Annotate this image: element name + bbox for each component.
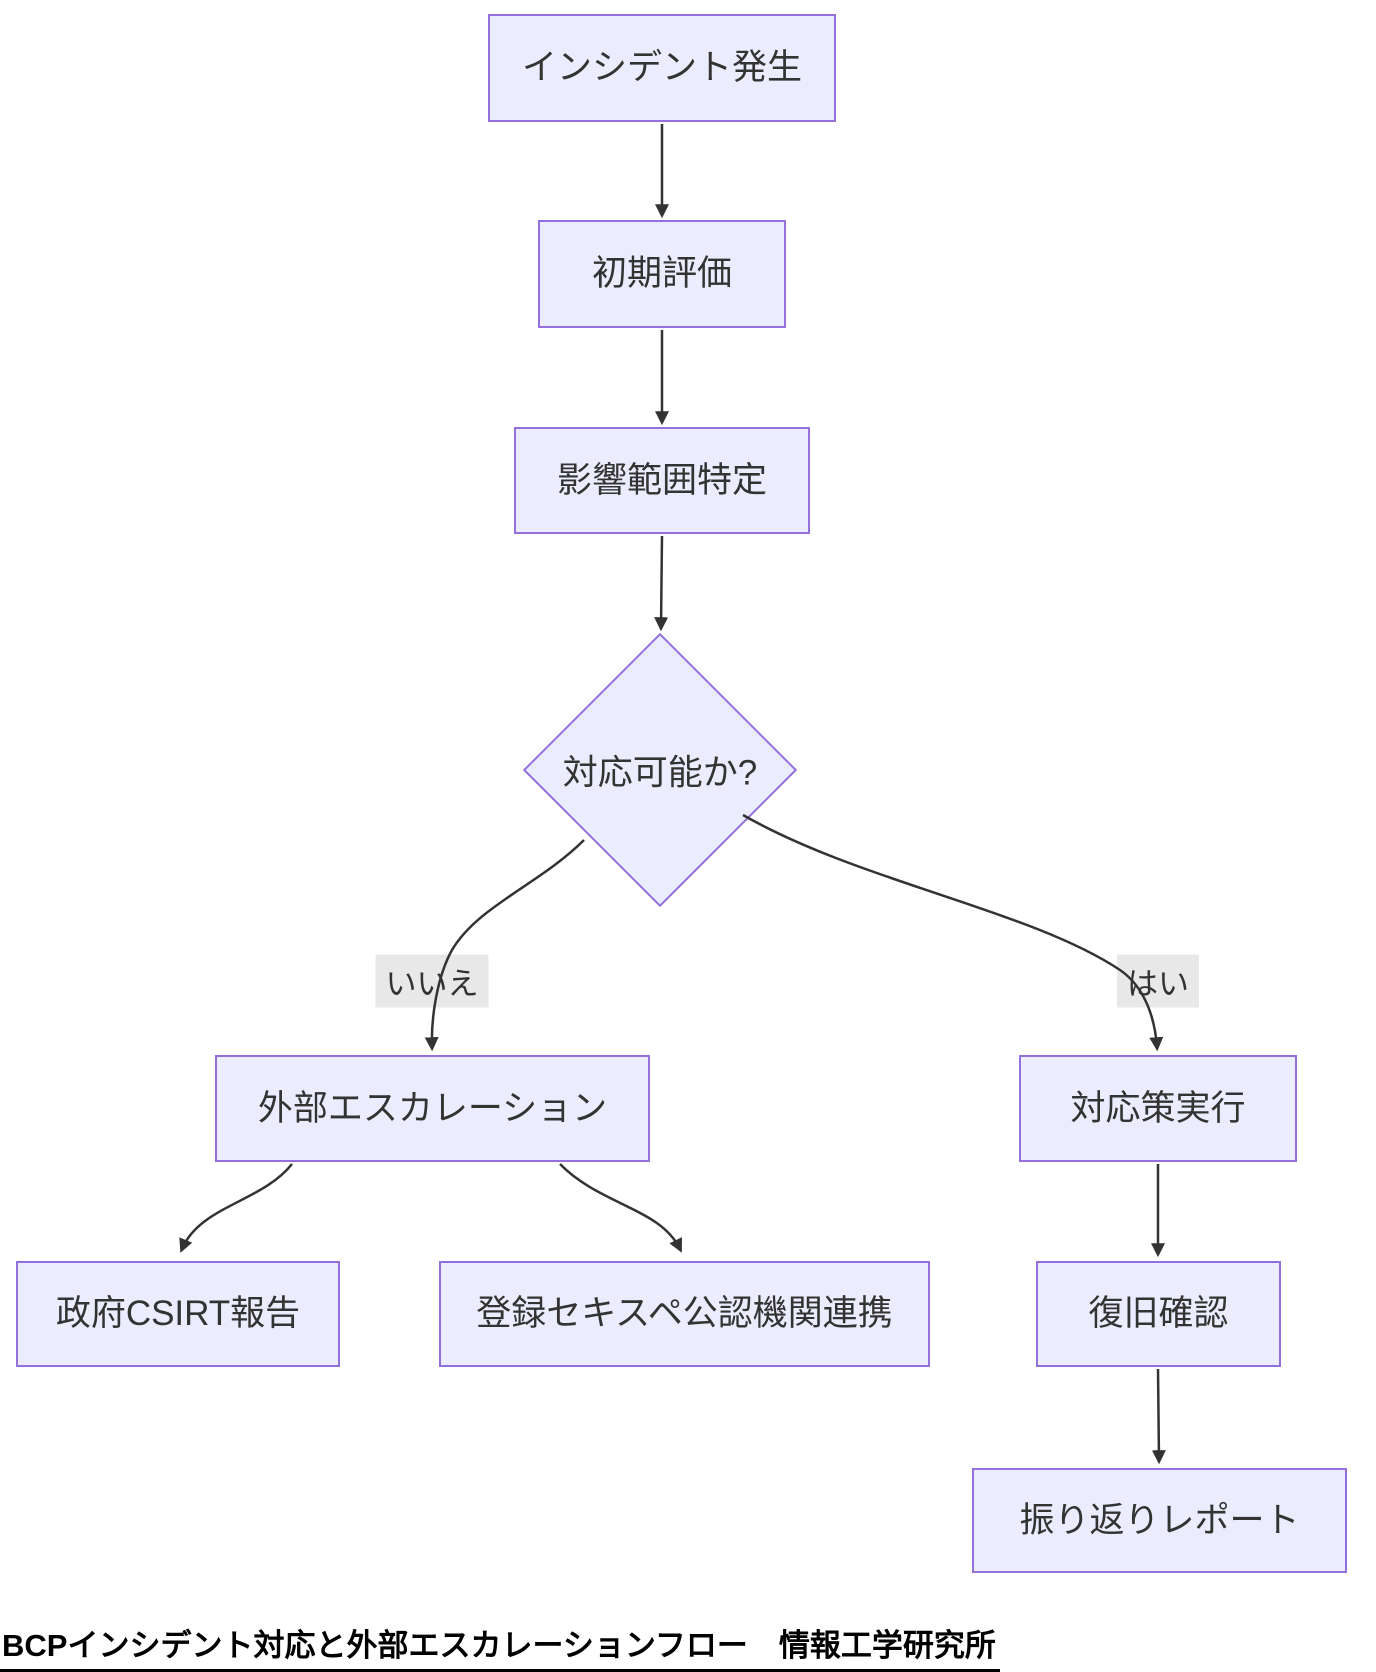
node-external-escalation: 外部エスカレーション	[215, 1055, 650, 1162]
edge-decision-yes-to-response	[742, 813, 1164, 1052]
node-initial-assessment: 初期評価	[538, 220, 786, 328]
node-incident: インシデント発生	[488, 14, 836, 122]
edge-escalation-to-certified	[559, 1163, 682, 1253]
node-retrospective-report-label: 振り返りレポート	[1019, 1500, 1300, 1540]
node-impact-scope: 影響範囲特定	[514, 427, 810, 534]
edge-label-yes: はい	[1117, 954, 1199, 1008]
node-retrospective-report: 振り返りレポート	[972, 1468, 1347, 1573]
node-external-escalation-label: 外部エスカレーション	[257, 1088, 608, 1128]
node-incident-label: インシデント発生	[521, 48, 802, 87]
node-certified-org: 登録セキスペ公認機関連携	[439, 1261, 930, 1367]
node-initial-assessment-label: 初期評価	[591, 254, 732, 293]
node-certified-org-label: 登録セキスペ公認機関連携	[476, 1294, 893, 1333]
edge-decision-no-to-escalation	[424, 839, 585, 1052]
edge-impact-to-decision	[654, 535, 669, 632]
edge-label-no: いいえ	[375, 954, 489, 1008]
node-decision-label: 対応可能か?	[562, 753, 758, 793]
node-response-execution: 対応策実行	[1019, 1055, 1297, 1162]
node-recovery-check-label: 復旧確認	[1088, 1294, 1229, 1333]
node-recovery-check: 復旧確認	[1036, 1261, 1281, 1367]
edge-recovery-to-retrospective	[1151, 1368, 1166, 1465]
diagram-title: BCPインシデント対応と外部エスカレーションフロー 情報工学研究所	[0, 1620, 1000, 1672]
node-csirt-report: 政府CSIRT報告	[16, 1261, 340, 1367]
edge-escalation-to-csirt	[179, 1163, 293, 1253]
node-csirt-report-label: 政府CSIRT報告	[55, 1294, 301, 1333]
node-impact-scope-label: 影響範囲特定	[556, 460, 767, 500]
node-response-execution-label: 対応策実行	[1070, 1088, 1246, 1128]
